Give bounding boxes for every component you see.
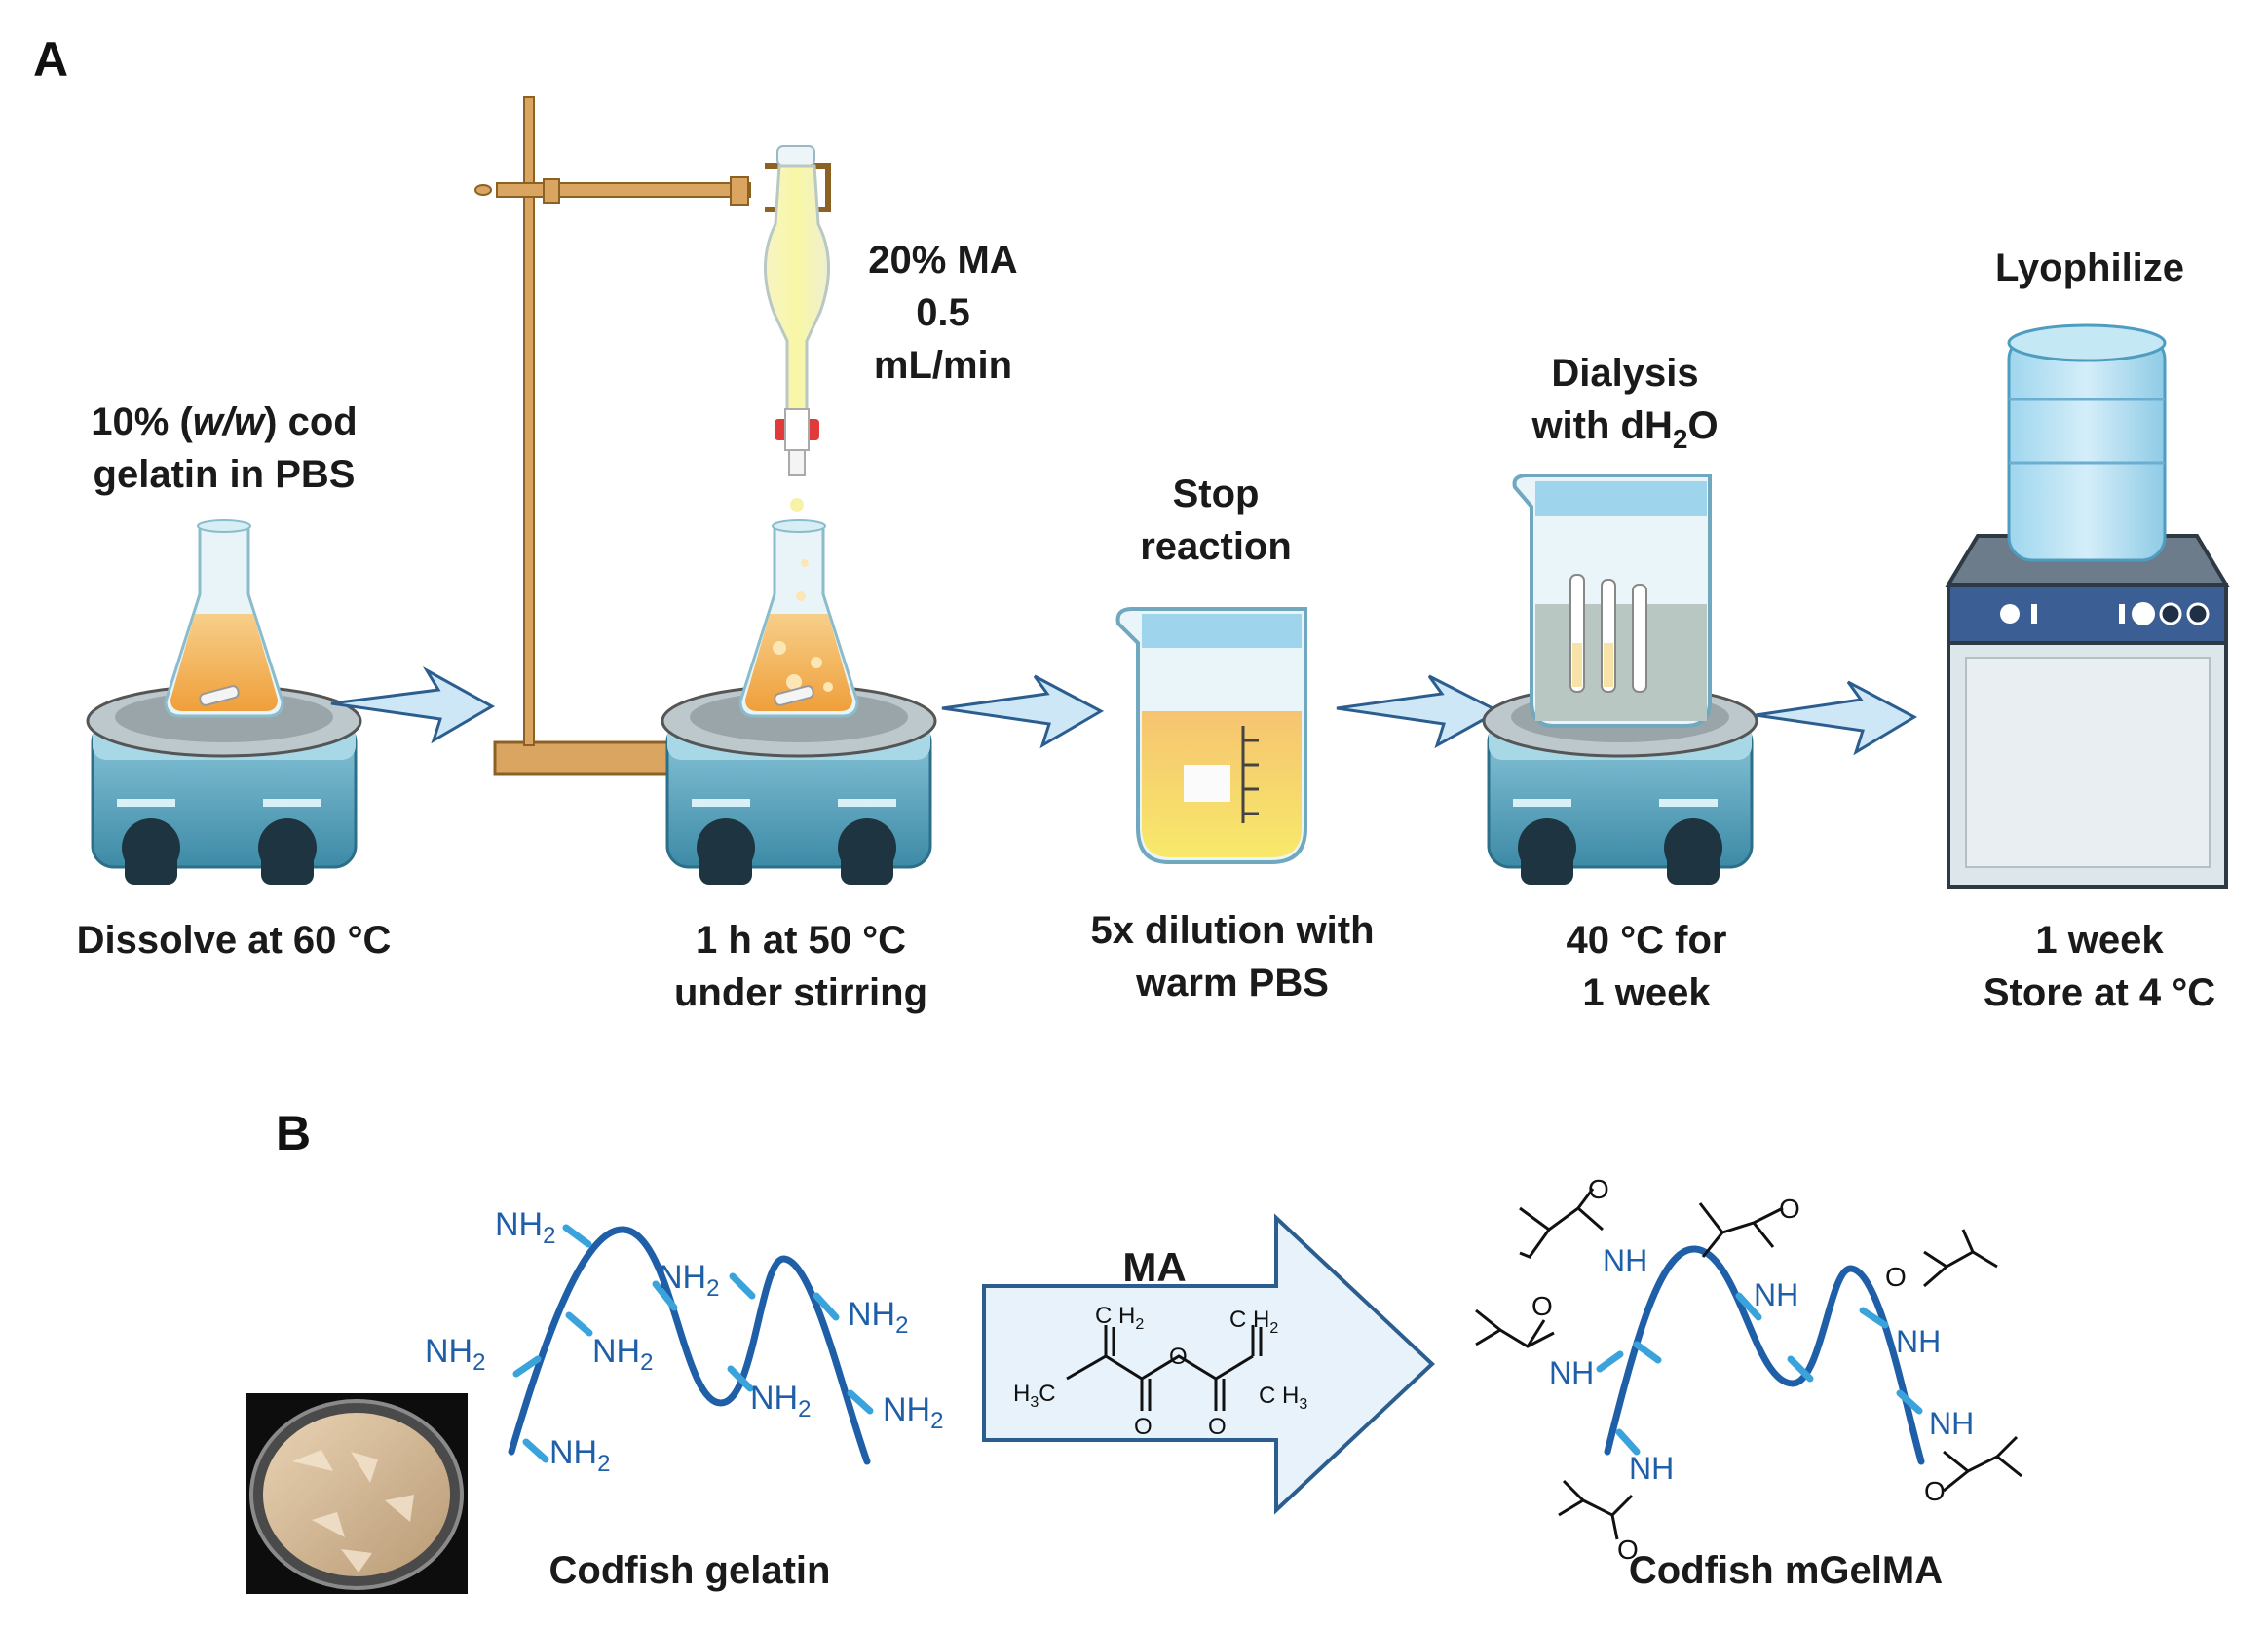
svg-text:NH: NH [1549, 1355, 1594, 1390]
panel-b-letter: B [276, 1106, 311, 1160]
step5-top-label: Lyophilize [1995, 246, 2184, 289]
step3-bottom-label-1: 5x dilution with [1090, 909, 1374, 952]
svg-text:NH2: NH2 [848, 1296, 908, 1339]
step2-bottom-label-2: under stirring [674, 971, 927, 1014]
step5-bottom-label-2: Store at 4 °C [1984, 971, 2215, 1014]
svg-text:C H3: C H3 [1259, 1383, 1307, 1413]
svg-text:NH2: NH2 [592, 1333, 653, 1376]
svg-text:H3C: H3C [1013, 1381, 1056, 1411]
svg-text:NH: NH [1603, 1243, 1647, 1278]
step2-top-label-3: mL/min [874, 344, 1012, 387]
step2-top-label-2: 0.5 [916, 291, 970, 334]
step2-flask [738, 519, 859, 718]
arrow-4 [1755, 680, 1918, 756]
svg-text:O: O [1885, 1262, 1907, 1292]
svg-text:NH: NH [1896, 1324, 1941, 1359]
step3-bottom-label-2: warm PBS [1135, 962, 1329, 1005]
svg-text:NH: NH [1754, 1277, 1798, 1312]
step1-flask [164, 519, 284, 718]
svg-text:O: O [1169, 1344, 1188, 1370]
svg-text:NH2: NH2 [883, 1391, 943, 1434]
arrow-2 [941, 674, 1105, 749]
gelatin-chain [508, 1226, 871, 1465]
gelatin-photo [246, 1393, 468, 1594]
svg-text:C H2: C H2 [1095, 1303, 1144, 1333]
step5-bottom-label-1: 1 week [2035, 919, 2164, 962]
step2-top-label-1: 20% MA [868, 239, 1017, 282]
svg-text:NH: NH [1629, 1451, 1674, 1486]
svg-text:O: O [1208, 1414, 1227, 1440]
step4-top-label-1: Dialysis [1551, 352, 1698, 395]
reaction-arrow-label: MA [1122, 1244, 1186, 1290]
svg-text:O: O [1924, 1476, 1946, 1506]
svg-text:NH2: NH2 [495, 1206, 555, 1249]
methacrylamide-groups [1475, 1188, 2022, 1540]
methacrylic-anhydride-structure: C H2 C H2 H3C C H3 O O O [1013, 1303, 1307, 1440]
step4-bottom-label-2: 1 week [1582, 971, 1711, 1014]
step1-hotplate [86, 684, 362, 885]
step1-bottom-label: Dissolve at 60 °C [77, 919, 392, 962]
step2-bottom-label-1: 1 h at 50 °C [696, 919, 906, 962]
svg-text:O: O [1531, 1291, 1553, 1321]
amide-labels: NH NH NH NH NH NH [1549, 1243, 1974, 1486]
arrow-3 [1336, 674, 1502, 749]
arrow-1 [330, 665, 496, 744]
step3-top-label-2: reaction [1140, 525, 1292, 568]
svg-text:NH2: NH2 [549, 1434, 610, 1477]
sep-funnel [764, 145, 830, 512]
codfish-mgelma-caption: Codfish mGelMA [1629, 1549, 1943, 1592]
svg-text:NH: NH [1929, 1406, 1974, 1441]
svg-text:O: O [1617, 1535, 1639, 1565]
step1-top-label: 10% (w/w) cod [91, 400, 357, 443]
svg-text:NH2: NH2 [659, 1259, 719, 1302]
svg-text:C H2: C H2 [1229, 1307, 1278, 1337]
step4-bottom-label-1: 40 °C for [1567, 919, 1727, 962]
gelma-chain [1604, 1245, 1925, 1465]
svg-text:NH2: NH2 [750, 1380, 811, 1422]
dialysis-beaker [1512, 474, 1712, 728]
step2-hotplate [661, 684, 937, 885]
svg-text:O: O [1779, 1194, 1800, 1224]
reaction-arrow [982, 1213, 1435, 1515]
amide-ticks [1596, 1292, 1923, 1456]
svg-text:NH2: NH2 [425, 1333, 485, 1376]
step4-top-label-2: with dH2O [1531, 404, 1718, 454]
lyophilizer [1945, 323, 2230, 889]
step3-top-label-1: Stop [1173, 473, 1260, 515]
svg-text:O: O [1134, 1414, 1153, 1440]
amine-ticks [512, 1224, 874, 1463]
step3-beaker [1115, 607, 1307, 864]
panel-a-letter: A [33, 32, 68, 87]
step1-top-label-2: gelatin in PBS [94, 453, 356, 496]
amine-labels: NH2 NH2 NH2 NH2 NH2 NH2 NH2 NH2 [425, 1206, 943, 1477]
codfish-gelatin-caption: Codfish gelatin [549, 1549, 831, 1592]
carbonyl-oxygens: O O O O O O [1531, 1174, 1946, 1565]
svg-text:O: O [1588, 1174, 1609, 1204]
